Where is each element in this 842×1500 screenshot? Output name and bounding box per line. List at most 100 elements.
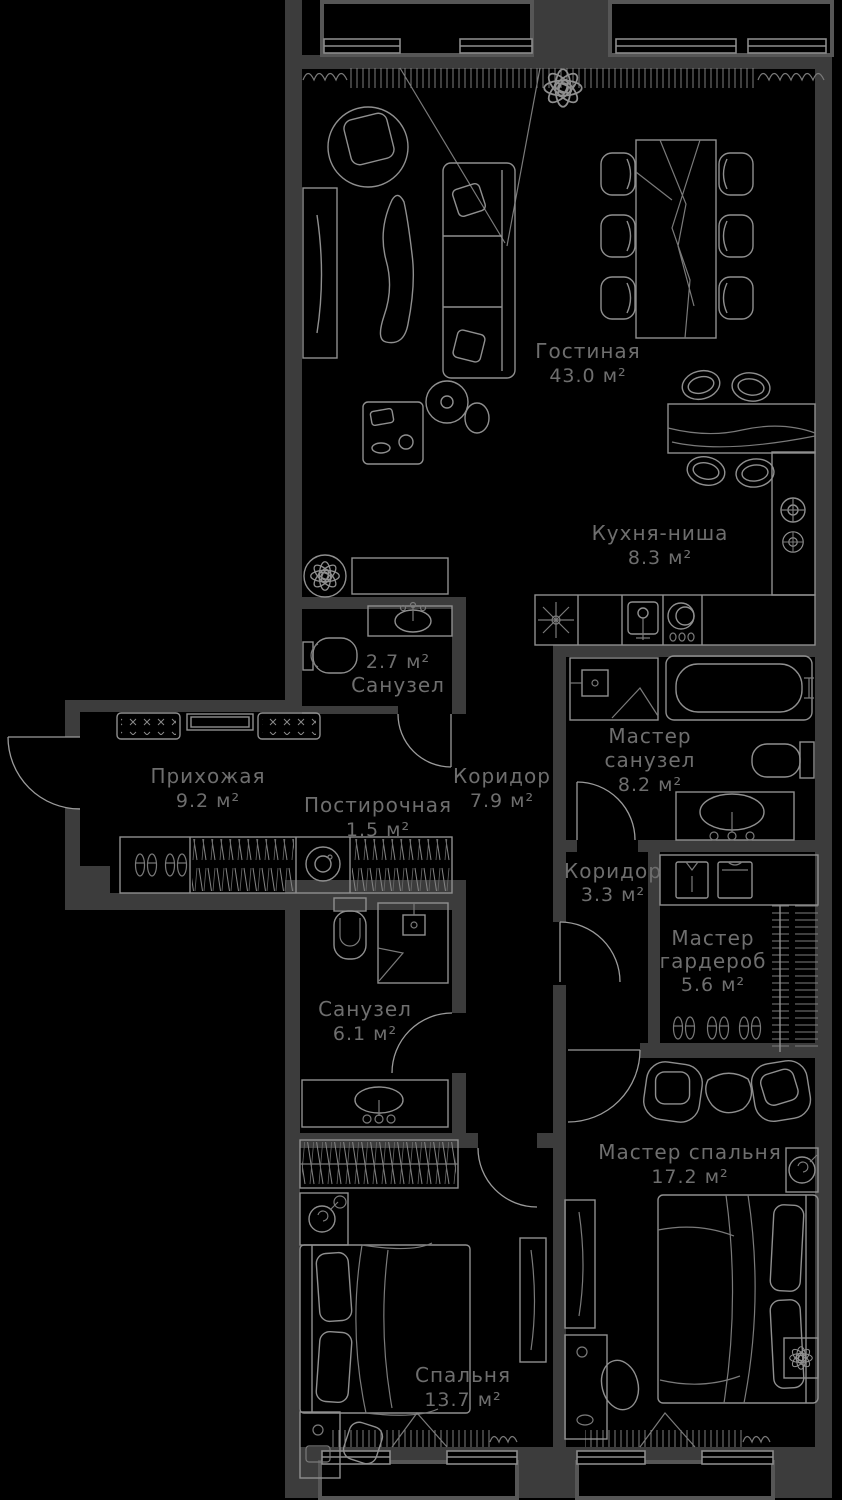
sink: [627, 601, 659, 640]
bed-master: [657, 1194, 819, 1404]
svg-text:Санузел: Санузел: [318, 997, 412, 1021]
door-master-bedroom: [567, 1049, 641, 1123]
svg-text:5.6 м²: 5.6 м²: [681, 974, 745, 996]
furniture-living-room: [302, 68, 754, 465]
balconies-windows: [318, 0, 834, 1500]
sofa: [442, 162, 516, 379]
room-label-bathroom-small: 2.7 м² Санузел: [351, 651, 445, 697]
furniture-bathroom: [301, 897, 449, 1128]
curtains: [302, 67, 825, 1448]
desk-chair: [299, 1411, 384, 1479]
svg-text:Прихожая: Прихожая: [150, 764, 265, 788]
door-master-bathroom: [576, 781, 636, 841]
vanity: [301, 1079, 449, 1128]
furniture-master-wardrobe: [659, 854, 819, 1052]
walls: [65, 0, 832, 1498]
room-label-master-bathroom: Мастер санузел 8.2 м²: [605, 724, 696, 796]
hallway-closet: [119, 836, 453, 894]
svg-text:8.3 м²: 8.3 м²: [628, 547, 692, 569]
svg-text:17.2 м²: 17.2 м²: [651, 1166, 728, 1188]
tv-console: [302, 187, 338, 359]
room-label-bathroom: Санузел 6.1 м²: [318, 997, 412, 1045]
furniture-bedroom: [299, 1139, 547, 1479]
furniture-bathroom-small: [302, 601, 453, 674]
room-labels: Гостиная 43.0 м² Кухня-ниша 8.3 м² 2.7 м…: [150, 339, 782, 1411]
balcony-bottom-right: [575, 1460, 775, 1500]
svg-text:Коридор: Коридор: [453, 764, 551, 788]
sideboard: [303, 554, 449, 598]
dishwasher-plates: [667, 602, 695, 642]
door-bathroom: [391, 1012, 453, 1074]
door-corridor-small: [559, 921, 621, 983]
folded-shirt: [717, 861, 753, 899]
shower: [377, 902, 449, 984]
furniture-master-bedroom: [564, 1057, 819, 1440]
svg-text:8.2 м²: 8.2 м²: [618, 774, 682, 796]
door-bedroom: [477, 1147, 538, 1208]
furniture-master-bathroom: [569, 655, 815, 841]
room-label-corridor-small: Коридор 3.3 м²: [564, 859, 662, 906]
window-rails-bottom: [321, 1450, 774, 1465]
dining-table: [635, 139, 717, 339]
bathtub: [665, 655, 814, 721]
svg-text:3.3 м²: 3.3 м²: [581, 884, 645, 906]
toilet: [333, 897, 367, 960]
svg-text:Мастер: Мастер: [608, 724, 691, 748]
vanity-master: [675, 791, 795, 841]
entrance-door: [7, 736, 81, 810]
svg-text:Санузел: Санузел: [351, 673, 445, 697]
clothes-rail: [772, 905, 818, 1052]
toilet-master: [751, 741, 815, 779]
svg-text:Гостиная: Гостиная: [535, 339, 640, 363]
svg-text:1.5 м²: 1.5 м²: [346, 819, 410, 841]
svg-text:43.0 м²: 43.0 м²: [549, 365, 626, 387]
washing-machine: [305, 846, 341, 882]
svg-text:Постирочная: Постирочная: [304, 793, 452, 817]
plant-corner: [783, 1337, 819, 1379]
room-label-living: Гостиная 43.0 м²: [535, 339, 640, 387]
room-label-kitchen-niche: Кухня-ниша 8.3 м²: [592, 521, 729, 569]
blanket-chaise: [379, 194, 415, 344]
kitchen-row: [534, 594, 816, 646]
room-label-hallway: Прихожая 9.2 м²: [150, 764, 265, 812]
wardrobe: [299, 1139, 459, 1189]
doors: [7, 713, 641, 1208]
room-label-master-bedroom: Мастер спальня 17.2 м²: [598, 1140, 782, 1188]
vanity-sink: [367, 601, 453, 637]
svg-text:Кухня-ниша: Кухня-ниша: [592, 521, 729, 545]
svg-text:13.7 м²: 13.7 м²: [424, 1389, 501, 1411]
svg-text:гардероб: гардероб: [660, 949, 767, 973]
furniture-kitchen: [303, 366, 816, 646]
bed: [299, 1242, 471, 1416]
balcony-bottom-left: [318, 1460, 519, 1500]
svg-text:9.2 м²: 9.2 м²: [176, 790, 240, 812]
room-label-laundry: Постирочная 1.5 м²: [304, 793, 452, 841]
svg-text:2.7 м²: 2.7 м²: [366, 651, 430, 673]
toilet: [302, 637, 358, 674]
kitchen-island: [667, 366, 816, 490]
furniture-hallway: [116, 712, 453, 894]
console-table: [186, 713, 254, 731]
side-table-round: [705, 1072, 753, 1114]
svg-text:Коридор: Коридор: [564, 859, 662, 883]
room-label-master-wardrobe: Мастер гардероб 5.6 м²: [660, 926, 767, 996]
room-label-bedroom: Спальня 13.7 м²: [415, 1363, 511, 1411]
shower-cabin: [569, 657, 659, 721]
svg-text:Мастер: Мастер: [671, 926, 754, 950]
coffee-tables: [425, 380, 490, 434]
armchair: [327, 106, 409, 188]
nightstand-lamp: [785, 1147, 819, 1193]
window-rails-top: [323, 38, 827, 54]
ceiling-fan-symbol: [538, 602, 574, 638]
side-table: [362, 401, 424, 465]
svg-text:Мастер спальня: Мастер спальня: [598, 1140, 782, 1164]
folded-shirt: [675, 861, 709, 899]
svg-text:Спальня: Спальня: [415, 1363, 511, 1387]
svg-text:7.9 м²: 7.9 м²: [470, 790, 534, 812]
svg-text:санузел: санузел: [605, 748, 696, 772]
room-label-corridor-main: Коридор 7.9 м²: [453, 764, 551, 812]
mirror-cabinet: [564, 1199, 596, 1329]
door-bathroom-small: [397, 713, 452, 768]
svg-text:6.1 м²: 6.1 м²: [333, 1023, 397, 1045]
